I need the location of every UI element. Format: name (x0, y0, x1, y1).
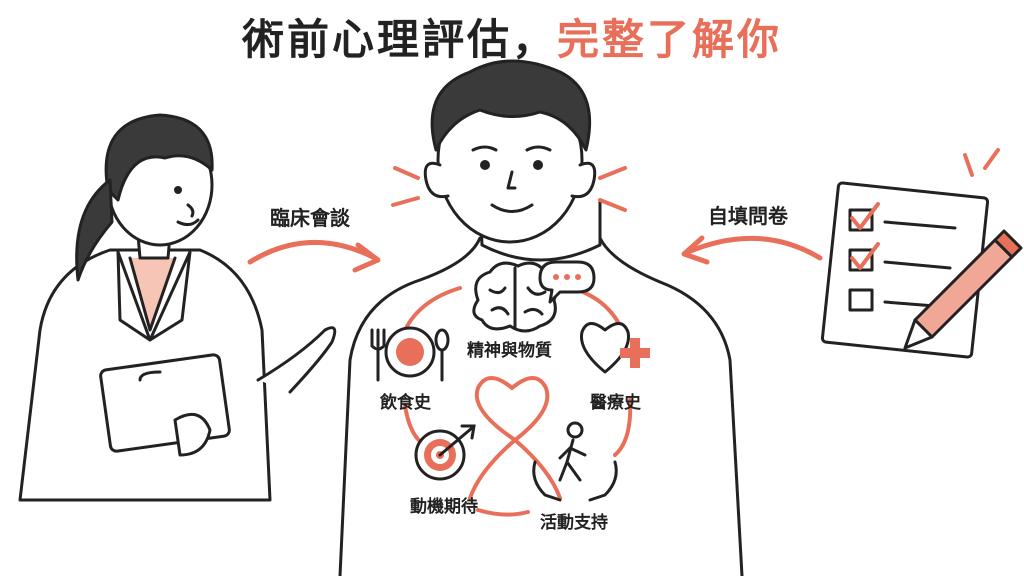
page-title: 術前心理評估，完整了解你 (0, 6, 1024, 67)
label-activity-support: 活動支持 (540, 513, 608, 533)
target-arrow-icon (414, 424, 476, 481)
label-motivation-expectation: 動機期待 (410, 497, 478, 517)
plate-fork-spoon-icon (370, 326, 450, 382)
doctor-illustration (18, 113, 337, 502)
emphasis-marks (391, 166, 627, 212)
walking-person-hands-icon (532, 421, 618, 502)
arrow-form-to-patient (681, 235, 823, 265)
speech-bubble-icon (538, 260, 596, 304)
label-medical-history: 醫療史 (590, 393, 641, 413)
label-self-questionnaire: 自填問卷 (708, 204, 788, 228)
spark-marks (963, 148, 1000, 177)
check-marks (850, 202, 880, 270)
pencil-icon (903, 229, 1023, 350)
label-mental-substance: 精神與物質 (467, 341, 552, 361)
patient-illustration (338, 59, 744, 576)
title-main: 術前心理評估， (241, 15, 557, 64)
label-clinical-interview: 臨床會談 (270, 206, 350, 230)
title-highlight: 完整了解你 (557, 15, 783, 64)
label-diet-history: 飲食史 (380, 393, 431, 413)
arrow-doctor-to-patient (247, 240, 381, 273)
heart-loop-icon (468, 376, 562, 500)
heart-plus-icon (579, 322, 650, 374)
